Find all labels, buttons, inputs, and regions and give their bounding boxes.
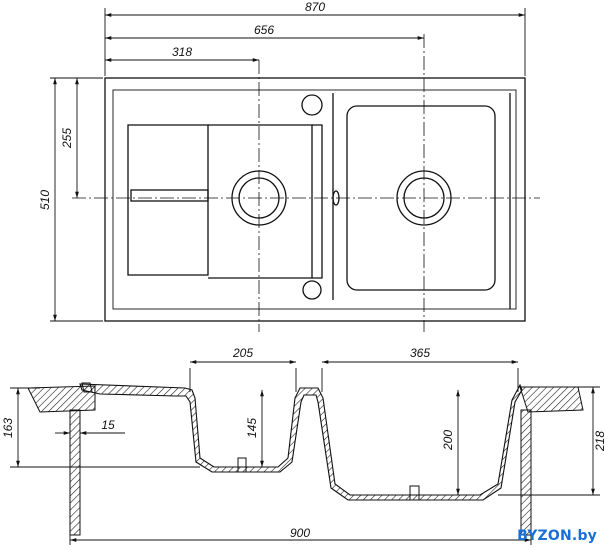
dim-width-to-second-drain: 656: [254, 23, 274, 37]
sink-outline: [104, 77, 526, 322]
draining-board: [127, 124, 209, 276]
tap-hole-icon: [301, 94, 323, 116]
dim-height-to-drain: 255: [60, 128, 74, 149]
sink-inner-rim: [112, 89, 517, 310]
dim-left-overall-height: 163: [1, 418, 15, 438]
dim-small-bowl-depth: 145: [245, 418, 259, 438]
countertop-left: [27, 385, 96, 413]
draining-groove: [130, 189, 209, 202]
cabinet-wall-left: [69, 409, 81, 536]
watermark-logo: BYZON.by: [517, 528, 597, 544]
dim-right-overall-height: 218: [593, 431, 605, 452]
cabinet-wall-right: [520, 409, 532, 536]
dim-width-to-first-drain: 318: [172, 45, 192, 59]
section-view: [10, 360, 600, 545]
sink-section-wall: [79, 383, 523, 501]
dim-overall-width: 870: [305, 0, 325, 14]
dim-small-bowl-width: 205: [232, 346, 253, 360]
countertop-right: [519, 386, 584, 413]
small-bowl: [208, 124, 313, 279]
center-lines: [72, 34, 540, 332]
small-bowl-edge: [312, 124, 323, 279]
dim-large-bowl-depth: 200: [441, 430, 455, 451]
top-view: [104, 77, 526, 322]
top-dimension-lines: [50, 8, 526, 322]
overflow-hole-icon: [302, 280, 322, 300]
dim-large-bowl-width: 365: [410, 346, 430, 360]
dim-cabinet-width: 900: [290, 526, 310, 540]
dim-overall-height: 510: [38, 190, 52, 210]
dim-offset: 15: [101, 418, 115, 432]
